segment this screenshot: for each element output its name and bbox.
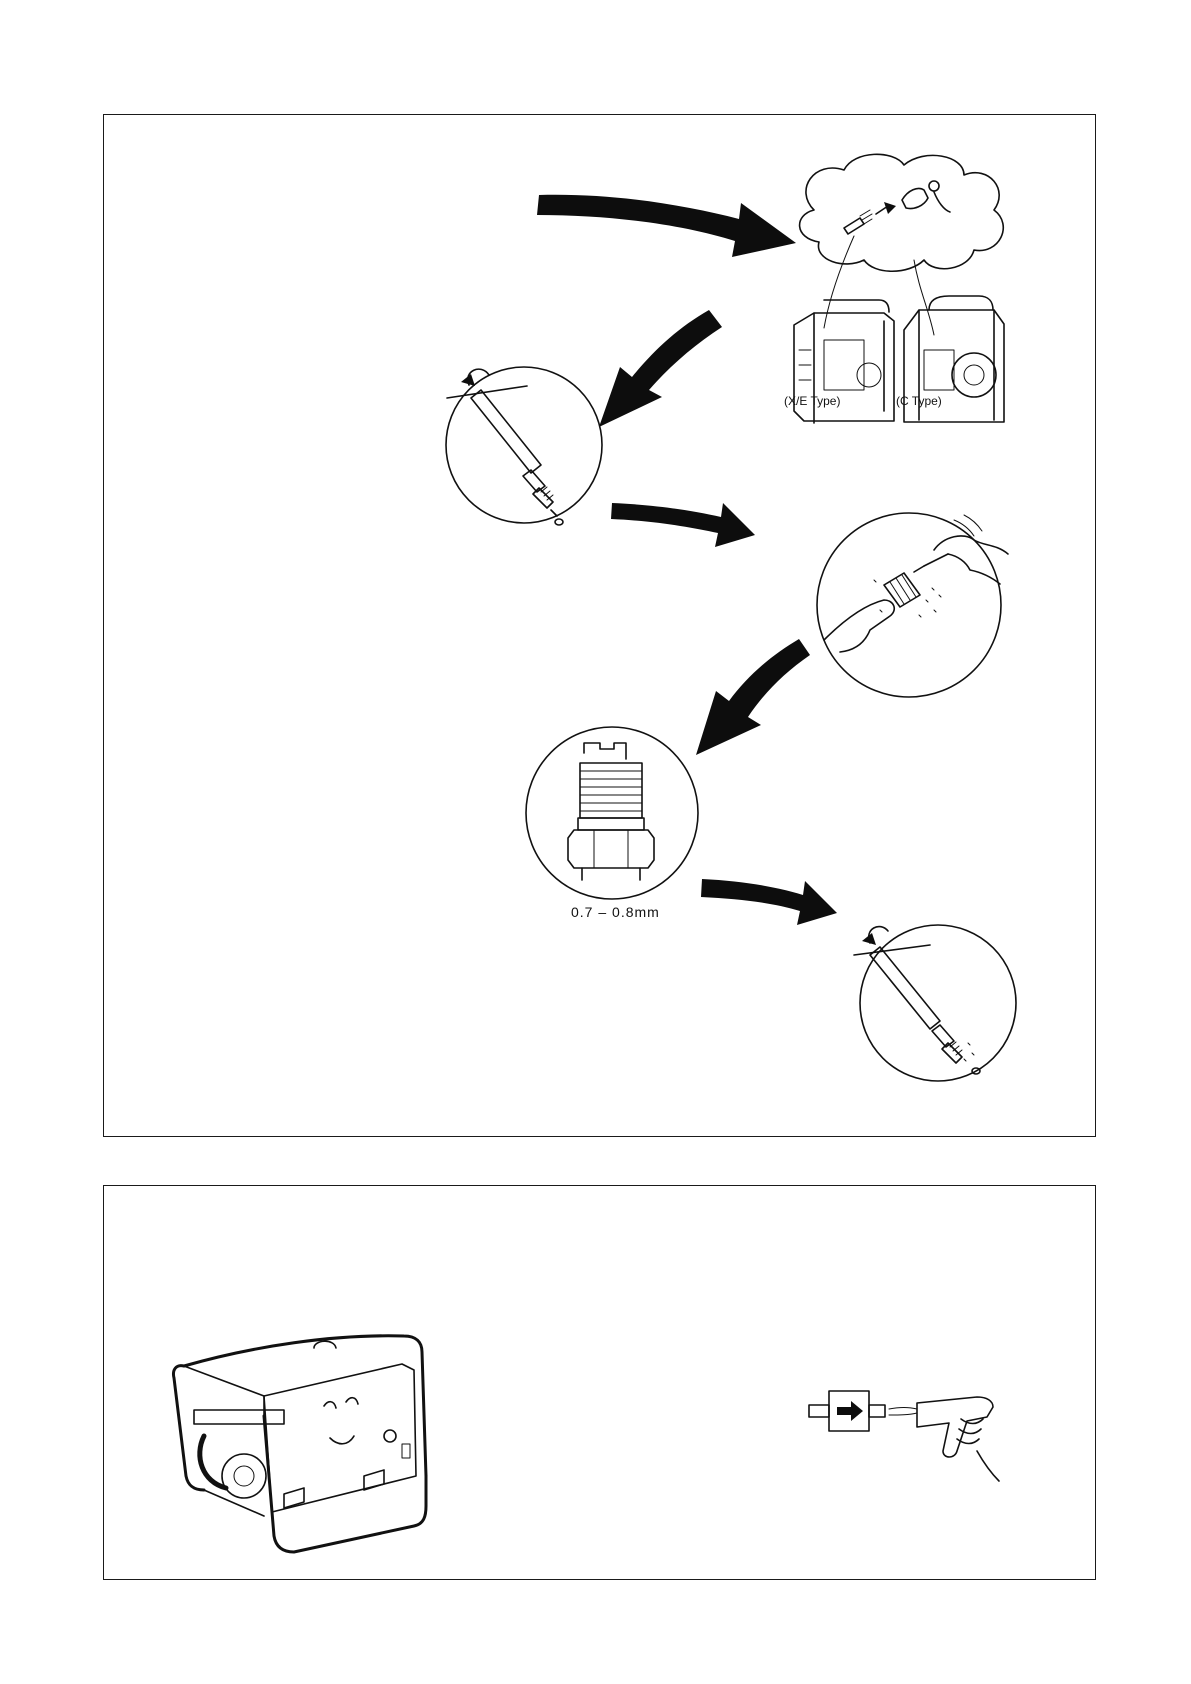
step-arrow-4 [684, 635, 814, 765]
fuel-filter-cleaning-illustration [809, 1381, 1029, 1491]
generator-illustration [164, 1326, 454, 1566]
step-arrow-3 [609, 497, 759, 557]
generator-fuel-filter-panel [103, 1185, 1096, 1580]
spark-plug-cap-removal-illustration [784, 150, 1104, 420]
spark-plug-cleaning-illustration [814, 510, 1014, 710]
xe-type-label: (X/E Type) [784, 394, 840, 408]
step-arrow-5 [699, 873, 839, 933]
electrode-gap-label: 0.7 – 0.8mm [571, 904, 660, 920]
spark-plug-reinstall-illustration [850, 915, 1020, 1085]
c-type-label: (C Type) [896, 394, 942, 408]
step-arrow-1 [534, 185, 804, 275]
spark-plug-gap-illustration [522, 723, 702, 903]
spark-plug-wrench-removal-illustration [439, 360, 609, 530]
spark-plug-procedure-panel: (X/E Type) (C Type) [103, 114, 1096, 1137]
